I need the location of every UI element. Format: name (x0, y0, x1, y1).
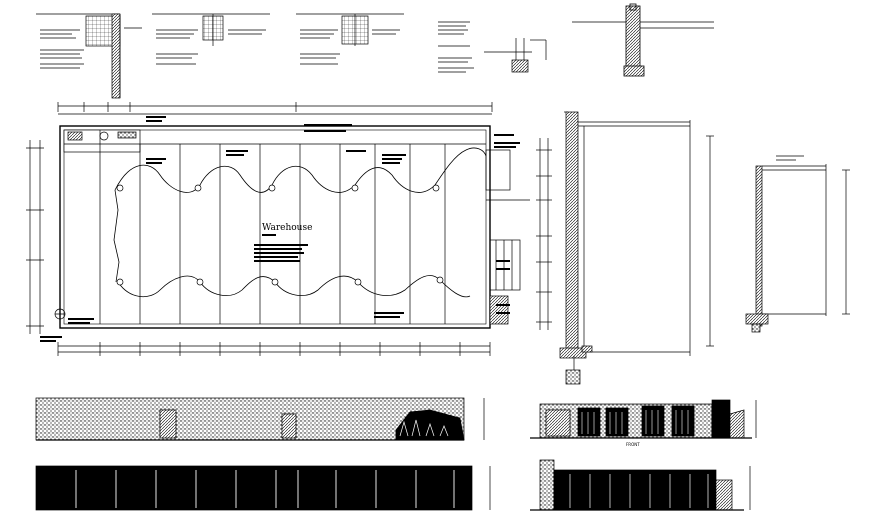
section-a (559, 111, 714, 385)
detail-4 (438, 21, 547, 73)
section-b (745, 155, 850, 333)
side-elevation-right (530, 459, 751, 511)
detail-3 (296, 13, 404, 65)
detail-1 (36, 13, 142, 99)
front-elevation (530, 399, 757, 439)
plan-title: Warehouse (262, 223, 312, 233)
floor-plan (26, 102, 552, 356)
rear-elevation (35, 397, 485, 441)
detail-5 (572, 3, 714, 77)
detail-2 (152, 13, 270, 65)
side-elevation-left (35, 465, 491, 511)
front-elevation-label: FRONT (626, 442, 640, 447)
plan-notes (40, 116, 520, 342)
